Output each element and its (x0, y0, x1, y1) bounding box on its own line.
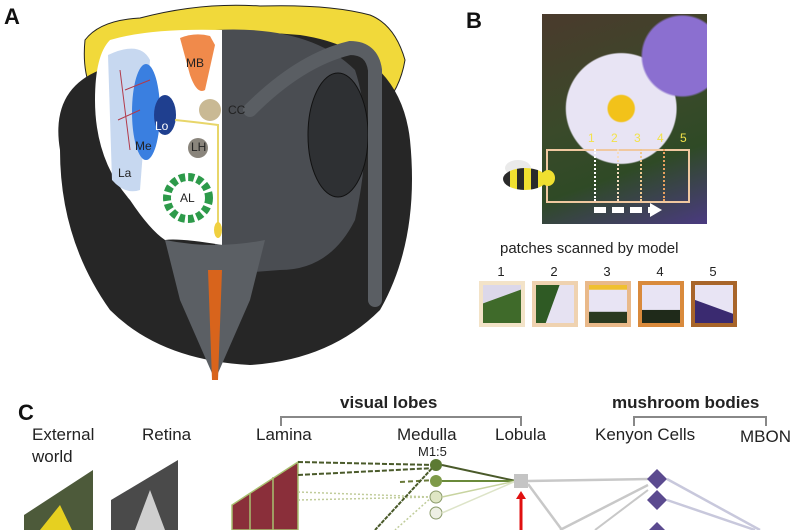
network-diagram (24, 459, 761, 530)
patch-number-4: 4 (656, 264, 664, 279)
patch-3 (585, 281, 631, 327)
scan-divider-2 (617, 149, 619, 201)
patch-number-2: 2 (550, 264, 558, 279)
arrow-head (650, 203, 662, 217)
panel-c-label: C (18, 400, 34, 425)
region-label-la: La (118, 166, 132, 180)
panel-a-label: A (4, 4, 20, 29)
mushroom-bodies-bracket (633, 416, 767, 426)
group-label-mushroom-bodies: mushroom bodies (612, 393, 760, 412)
scan-divider-3 (640, 149, 642, 201)
patch-number-1: 1 (497, 264, 505, 279)
column-label-kenyon-cells: Kenyon Cells (595, 425, 696, 444)
patch-number-3: 3 (603, 264, 611, 279)
scan-number-4: 4 (657, 131, 664, 145)
patch-4 (638, 281, 684, 327)
region-label-mb: MB (186, 56, 204, 70)
patch-1 (479, 281, 525, 327)
column-label-lamina: Lamina (256, 425, 312, 444)
group-label-visual-lobes: visual lobes (340, 393, 438, 412)
visual-lobes-bracket (280, 416, 522, 426)
region-label-me: Me (135, 139, 152, 153)
column-label-retina: Retina (142, 425, 192, 444)
scan-number-2: 2 (611, 131, 618, 145)
scan-direction-arrow (594, 207, 652, 213)
column-label-external-world-2: world (32, 447, 73, 466)
column-label-external-world-1: External (32, 425, 95, 444)
scan-number-5: 5 (680, 131, 687, 145)
region-label-lh: LH (191, 140, 207, 154)
region-label-al: AL (180, 191, 195, 205)
column-label-medulla: Medulla (397, 425, 457, 444)
patch-2 (532, 281, 578, 327)
column-label-lobula: Lobula (495, 425, 547, 444)
patch-5 (691, 281, 737, 327)
scan-number-3: 3 (634, 131, 641, 145)
panel-b-label: B (466, 8, 482, 33)
column-label-mbon: MBON (740, 427, 791, 446)
scan-number-1: 1 (588, 131, 595, 145)
scan-divider-1 (594, 149, 596, 201)
column-label-medulla-sub: M1:5 (418, 444, 447, 459)
region-label-lo: Lo (155, 119, 169, 133)
scan-divider-4 (663, 149, 665, 201)
region-label-cc: CC (228, 103, 246, 117)
patch-number-5: 5 (709, 264, 717, 279)
flower-photo (542, 14, 707, 224)
bee-head-illustration (58, 4, 412, 380)
patches-caption: patches scanned by model (500, 240, 679, 257)
bee-icon (503, 160, 555, 196)
